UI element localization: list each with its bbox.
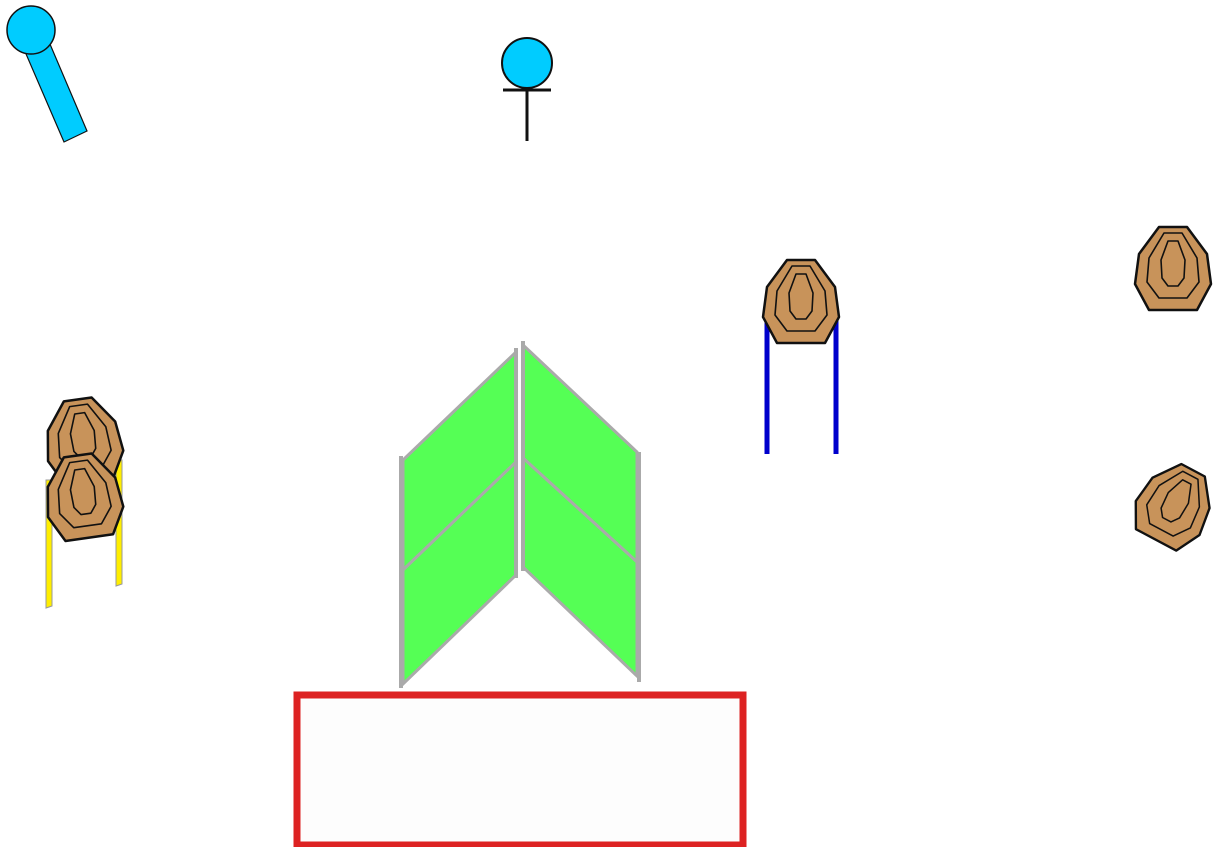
barrier-wall: [401, 341, 639, 688]
steel-popper-falling: [7, 6, 87, 142]
paper-target-right: [1135, 227, 1211, 310]
steel-popper-standing: [502, 38, 552, 141]
paper-target-blue-stand: [763, 260, 839, 454]
paper-target-pair-yellow-stand: [40, 394, 127, 608]
paper-target-right-tilted: [1124, 453, 1215, 557]
shooting-box: [297, 695, 743, 845]
